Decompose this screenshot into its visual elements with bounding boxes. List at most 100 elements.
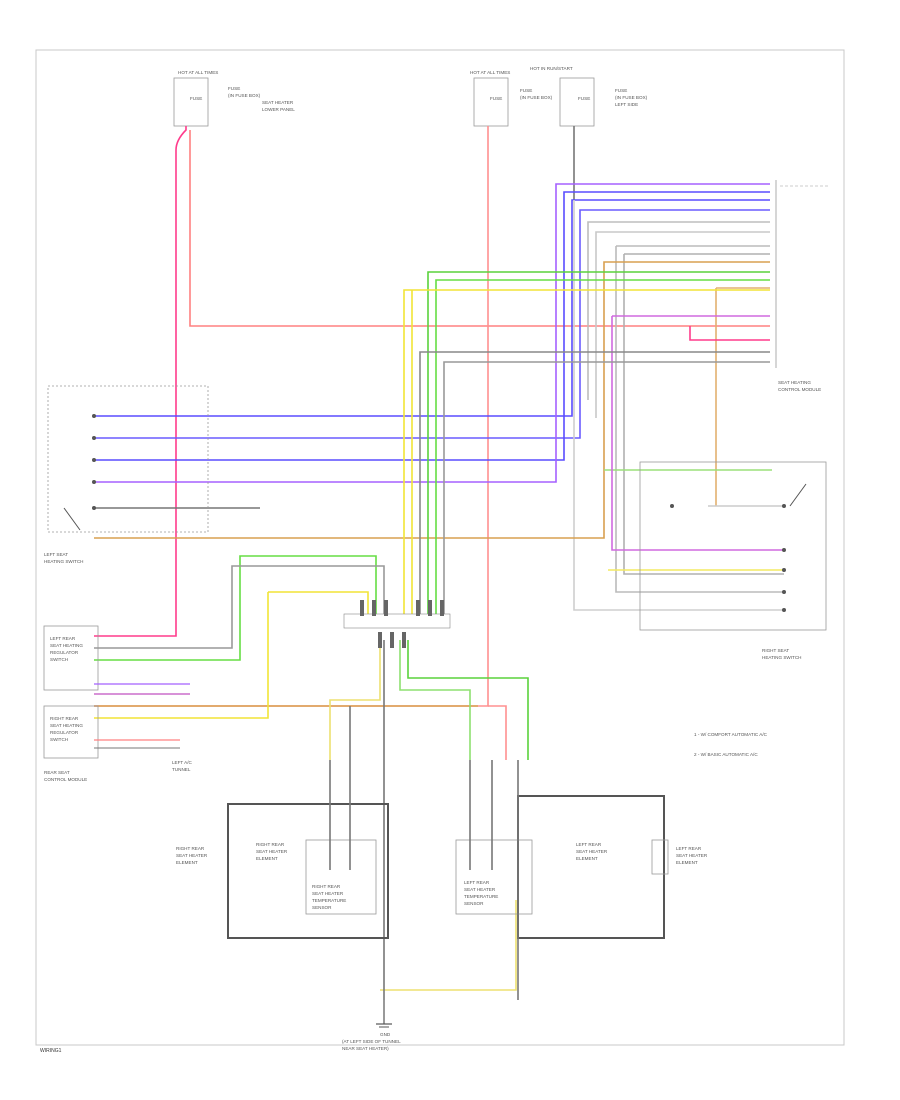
- rear-right-switch-2: SEAT HEATING: [50, 723, 83, 728]
- wire-violet-1: [94, 183, 770, 483]
- fuse-right-desc-2: (IN FUSE BOX): [615, 95, 648, 100]
- rear-right-heater-1: RIGHT REAR: [176, 846, 205, 851]
- fuse-block-left: HOT AT ALL TIMES FUSE FUSE (IN FUSE BOX)…: [173, 70, 295, 127]
- fuse-right-desc-1: FUSE: [615, 88, 627, 93]
- rear-left-sensor-1: LEFT REAR: [464, 880, 490, 885]
- rear-switch-blocks: LEFT REAR SEAT HEATING REGULATOR SWITCH …: [43, 625, 193, 782]
- fuse-left-desc-2: (IN FUSE BOX): [228, 93, 261, 98]
- rear-right-heater-3: ELEMENT: [176, 860, 198, 865]
- wire-pink-right: [689, 326, 770, 341]
- right-seat-label-2: HEATING SWITCH: [762, 655, 801, 660]
- fuse-right-hot-label: HOT IN RUN/START: [530, 66, 573, 71]
- seat-module-label-2: CONTROL MODULE: [778, 387, 821, 392]
- rear-right-sensor-3: TEMPERATURE: [312, 898, 346, 903]
- rear-left-relay-3: ELEMENT: [576, 856, 598, 861]
- left-tunnel-2: TUNNEL: [172, 767, 191, 772]
- rear-left-switch-3: REGULATOR: [50, 650, 79, 655]
- fuse-mid-hot-label: HOT AT ALL TIMES: [470, 70, 510, 75]
- rear-right-relay-2: SEAT HEATER: [256, 849, 288, 854]
- rear-control-label-1: REAR SEAT: [44, 770, 70, 775]
- wire-yellow-2: [94, 591, 369, 719]
- wire-magenta-right: [611, 315, 784, 551]
- left-seat-switch: LEFT SEAT HEATING SWITCH: [44, 385, 209, 564]
- seat-module-label-1: SEAT HEATING: [778, 380, 811, 385]
- rear-right-switch-1: RIGHT REAR: [50, 716, 79, 721]
- rear-left-heater-2: SEAT HEATER: [676, 853, 708, 858]
- ground-symbol: GND (AT LEFT SIDE OF TUNNEL NEAR SEAT HE…: [342, 1000, 401, 1051]
- rear-left-heater-1: LEFT REAR: [676, 846, 702, 851]
- left-seat-label-1: LEFT SEAT: [44, 552, 68, 557]
- wire-green-1: [427, 271, 770, 616]
- rear-control-label-2: CONTROL MODULE: [44, 777, 87, 782]
- rear-left-heater-box: LEFT REAR SEAT HEATER ELEMENT LEFT REAR …: [455, 795, 708, 939]
- wire-darkgray-2: [443, 361, 770, 616]
- ground-label-1: GND: [380, 1032, 391, 1037]
- wire-pink-main: [94, 126, 187, 637]
- wire-darkgray-1: [419, 351, 770, 616]
- legend-item-1: 1 - W/ COMFORT AUTOMATIC A/C: [694, 732, 768, 737]
- fuse-block-mid: HOT AT ALL TIMES FUSE FUSE (IN FUSE BOX): [470, 70, 553, 127]
- wire-green-2: [435, 279, 770, 616]
- wire-darkgray-4: [94, 565, 385, 649]
- wire-yellow-4: [380, 900, 517, 991]
- wire-green-left: [94, 555, 377, 661]
- wire-orange-1: [94, 261, 770, 539]
- rear-right-heater-box: RIGHT REAR SEAT HEATER ELEMENT RIGHT REA…: [176, 803, 389, 939]
- wire-gray-5: [623, 253, 784, 575]
- right-seat-label-1: RIGHT SEAT: [762, 648, 789, 653]
- fuse-left-desc-4: LOWER PANEL: [262, 107, 295, 112]
- left-tunnel-1: LEFT A/C: [172, 760, 193, 765]
- rear-left-switch-1: LEFT REAR: [50, 636, 76, 641]
- ground-label-2: (AT LEFT SIDE OF TUNNEL: [342, 1039, 401, 1044]
- wire-yellow-5: [329, 640, 381, 760]
- wire-green-rear-2: [399, 640, 471, 760]
- right-seat-switch: RIGHT SEAT HEATING SWITCH: [639, 461, 827, 660]
- legend-item-2: 2 - W/ BASIC AUTOMATIC A/C: [694, 752, 758, 757]
- fuse-left-desc-1: FUSE: [228, 86, 240, 91]
- rear-right-heater-2: SEAT HEATER: [176, 853, 208, 858]
- fuse-right-desc-3: LEFT SIDE: [615, 102, 638, 107]
- rear-left-sensor-4: SENSOR: [464, 901, 484, 906]
- seat-heating-module: SEAT HEATING CONTROL MODULE: [775, 180, 828, 392]
- rear-left-relay-2: SEAT HEATER: [576, 849, 608, 854]
- fuse-left-desc-3: SEAT HEATER: [262, 100, 294, 105]
- rear-right-sensor-1: RIGHT REAR: [312, 884, 341, 889]
- diagram-frame: [35, 49, 845, 1046]
- fuse-mid-desc-1: FUSE: [520, 88, 532, 93]
- rear-right-sensor-4: SENSOR: [312, 905, 332, 910]
- fuse-block-right: HOT IN RUN/START FUSE FUSE (IN FUSE BOX)…: [530, 66, 648, 127]
- wire-yellow-1: [403, 289, 770, 616]
- central-connector: [343, 600, 451, 648]
- page-id: WIRING1: [40, 1048, 62, 1054]
- rear-right-relay-1: RIGHT REAR: [256, 842, 285, 847]
- fuse-mid-desc-2: (IN FUSE BOX): [520, 95, 553, 100]
- rear-left-heater-3: ELEMENT: [676, 860, 698, 865]
- wire-red-rear: [488, 705, 507, 760]
- left-seat-label-2: HEATING SWITCH: [44, 559, 83, 564]
- rear-right-sensor-2: SEAT HEATER: [312, 891, 344, 896]
- rear-right-switch-3: REGULATOR: [50, 730, 79, 735]
- wire-gray-3: [573, 200, 784, 611]
- wire-red-main: [189, 130, 770, 327]
- wire-gray-1: [587, 221, 770, 400]
- rear-left-relay-1: LEFT REAR: [576, 842, 602, 847]
- wire-blue-3: [94, 191, 770, 461]
- wire-gray-2: [595, 231, 770, 418]
- rear-left-sensor-3: TEMPERATURE: [464, 894, 498, 899]
- wire-blue-2: [94, 209, 770, 439]
- wire-blue-1: [94, 199, 770, 417]
- rear-right-relay-3: ELEMENT: [256, 856, 278, 861]
- fuse-mid-fuse-label: FUSE: [490, 96, 502, 101]
- fuse-right-fuse-label: FUSE: [578, 96, 590, 101]
- rear-left-switch-2: SEAT HEATING: [50, 643, 83, 648]
- wire-gray-4: [615, 245, 784, 593]
- ground-label-3: NEAR SEAT HEATER): [342, 1046, 389, 1051]
- wire-green-rear: [407, 640, 529, 760]
- rear-left-sensor-2: SEAT HEATER: [464, 887, 496, 892]
- rear-left-switch-4: SWITCH: [50, 657, 68, 662]
- rear-right-switch-4: SWITCH: [50, 737, 68, 742]
- fuse-left-hot-label: HOT AT ALL TIMES: [178, 70, 218, 75]
- fuse-left-fuse-label: FUSE: [190, 96, 202, 101]
- wire-orange-3: [715, 287, 770, 506]
